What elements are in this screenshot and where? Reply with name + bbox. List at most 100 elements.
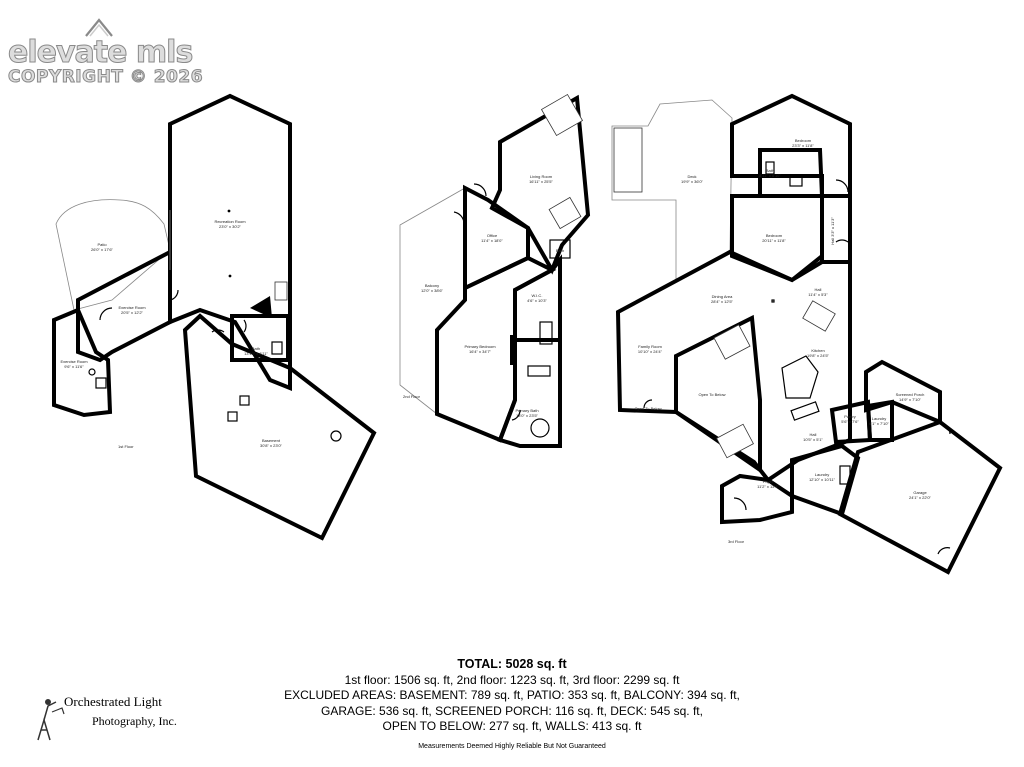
floor-label-first: 1st Floor bbox=[118, 444, 134, 449]
primary-bath-walls bbox=[497, 338, 562, 448]
room-dims-patio: 26'0" x 17'6" bbox=[91, 247, 114, 252]
room-label-hall-2: Hall bbox=[815, 287, 822, 292]
room-dims: 19'9" x 36'0" bbox=[681, 179, 704, 184]
room-label-open-to-below-2: Open To Below bbox=[634, 406, 661, 411]
area-summary: TOTAL: 5028 sq. ft 1st floor: 1506 sq. f… bbox=[0, 657, 1024, 751]
room-name: Exercise Room bbox=[118, 305, 146, 310]
room-dims-wic: 4'6" x 10'3" bbox=[527, 298, 547, 303]
bath-1-walls bbox=[230, 314, 290, 362]
kitchen-island-icon bbox=[781, 355, 819, 399]
wic-walls bbox=[513, 254, 562, 342]
summary-line-1: 1st floor: 1506 sq. ft, 2nd floor: 1223 … bbox=[344, 672, 680, 687]
room-dims-bedroom-1: 23'3" x 11'8" bbox=[792, 143, 814, 148]
room-label-dining: Dining Area bbox=[712, 294, 733, 299]
room-name: Laundry bbox=[815, 472, 829, 477]
room-dims-basement: 30'8" x 23'0" bbox=[260, 443, 283, 448]
room-name: Bath bbox=[252, 346, 260, 351]
room-dims: 11'2" x 13'4" bbox=[757, 484, 779, 489]
room-dims: 16'4" x 34'7" bbox=[469, 349, 492, 354]
room-dims-hall-2: 11'4" x 5'3" bbox=[808, 292, 828, 297]
stair-3c-icon bbox=[716, 423, 754, 459]
watermark: elevate mls COPYRIGHT © 2026 bbox=[7, 37, 203, 87]
room-dims: 23'3" x 11'8" bbox=[792, 143, 814, 148]
floor-label-third: 3rd Floor bbox=[728, 539, 745, 544]
door-icon bbox=[733, 497, 747, 511]
room-label-open-to-below: Open To Below bbox=[698, 392, 725, 397]
floor-label-second: 2nd Floor bbox=[403, 394, 421, 399]
room-dims: 30'8" x 23'0" bbox=[260, 443, 283, 448]
room-dims: 9'6" x 11'6" bbox=[64, 364, 84, 369]
patio-outline bbox=[55, 199, 171, 311]
garage-walls bbox=[837, 419, 1003, 575]
kitchen-counter-icon bbox=[790, 401, 820, 421]
balcony-outline bbox=[399, 187, 466, 415]
room-label-exercise-small: Exercise Room bbox=[60, 359, 88, 364]
summary-line-3: GARAGE: 536 sq. ft, SCREENED PORCH: 116 … bbox=[321, 703, 703, 718]
room-name: Pantry bbox=[844, 414, 856, 419]
stair-1b-icon bbox=[274, 281, 288, 301]
logo-name-line-1: Orchestrated Light bbox=[64, 694, 162, 709]
room-name: Hall bbox=[830, 238, 835, 245]
room-dims-bath-1: 13'10" x 6'11" bbox=[244, 351, 268, 356]
room-dims: 4'11" x 8'10" bbox=[759, 173, 781, 178]
room-name: Kitchen bbox=[811, 348, 824, 353]
room-dims-primary-bath: 13'0" x 23'5" bbox=[516, 413, 539, 418]
photographer-logo-icon bbox=[37, 699, 65, 741]
stair-2b-icon bbox=[548, 196, 582, 230]
room-dims: 20'11" x 11'8" bbox=[762, 238, 786, 243]
room-name: Open To Below bbox=[634, 406, 661, 411]
exercise-room-small-walls bbox=[52, 307, 113, 418]
first-floor: Patio 26'0" x 17'6" Exercise Room 20'5" … bbox=[52, 93, 377, 541]
water-heater-icon bbox=[330, 430, 342, 442]
exercise-fixture-icon bbox=[95, 377, 107, 389]
room-dims: 14'9" x 7'10" bbox=[899, 397, 922, 402]
room-name: Hall bbox=[815, 287, 822, 292]
stair-3-icon bbox=[613, 127, 643, 193]
room-label-office: Office bbox=[487, 233, 498, 238]
deck-outline bbox=[611, 99, 733, 283]
room-label-bedroom-2: Bedroom bbox=[766, 233, 783, 238]
foyer-walls bbox=[720, 473, 794, 525]
room-dims-bath-3: 4'11" x 8'10" bbox=[759, 173, 781, 178]
room-name: Bedroom bbox=[766, 233, 783, 238]
room-dims: 10'10" x 24'4" bbox=[638, 349, 663, 354]
bath-3-fixture-icon bbox=[789, 175, 803, 187]
room-dims: 28'4" x 12'5" bbox=[711, 299, 734, 304]
stair-3b-icon bbox=[713, 324, 751, 360]
dining-fixture-icon bbox=[771, 299, 775, 303]
door-icon bbox=[169, 289, 179, 301]
third-floor: Deck 19'9" x 36'0" Bedroom 23'3" x 11'8"… bbox=[611, 93, 1003, 575]
recreation-room-walls bbox=[168, 93, 292, 391]
room-label-deck: Deck bbox=[687, 174, 696, 179]
room-dims: 24'1" x 22'0" bbox=[909, 495, 932, 500]
room-label-bath-2: Bath bbox=[556, 248, 564, 253]
room-label-balcony: Balcony bbox=[425, 283, 439, 288]
room-dims-pantry: 5'6" x 7'6" bbox=[841, 419, 859, 424]
room-label-wic: W.I.C. bbox=[532, 293, 543, 298]
room-label-kitchen: Kitchen bbox=[811, 348, 824, 353]
room-label-bath-1: Bath bbox=[252, 346, 260, 351]
bedroom-2-walls bbox=[730, 194, 824, 283]
room-dims-family: 10'10" x 24'4" bbox=[638, 349, 663, 354]
office-walls bbox=[463, 184, 530, 292]
basement-fixture-icon bbox=[239, 395, 250, 406]
door-icon bbox=[835, 239, 849, 243]
room-dims: 19'8" x 24'5" bbox=[807, 353, 830, 358]
tub-icon bbox=[530, 418, 550, 438]
room-dims: 11'4" x 5'3" bbox=[808, 292, 828, 297]
vanity-icon bbox=[539, 321, 553, 345]
room-name: Basement bbox=[262, 438, 281, 443]
fireplace-icon bbox=[510, 335, 515, 365]
room-dims-recreation: 23'0" x 30'2" bbox=[219, 224, 242, 229]
room-dims: 11'4" x 18'0" bbox=[481, 238, 503, 243]
room-dims: 12'10" x 10'11" bbox=[809, 477, 836, 482]
rec-fixture-dot bbox=[227, 209, 231, 213]
room-name: Patio bbox=[97, 242, 107, 247]
room-dims-living: 16'11" x 25'5" bbox=[529, 179, 553, 184]
door-icon bbox=[643, 399, 653, 409]
room-label-garage: Garage bbox=[913, 490, 927, 495]
room-name: Foyer bbox=[763, 479, 774, 484]
room-dims: 23'0" x 30'2" bbox=[219, 224, 242, 229]
door-icon bbox=[99, 307, 113, 321]
rec-fixture-dot bbox=[228, 274, 232, 278]
